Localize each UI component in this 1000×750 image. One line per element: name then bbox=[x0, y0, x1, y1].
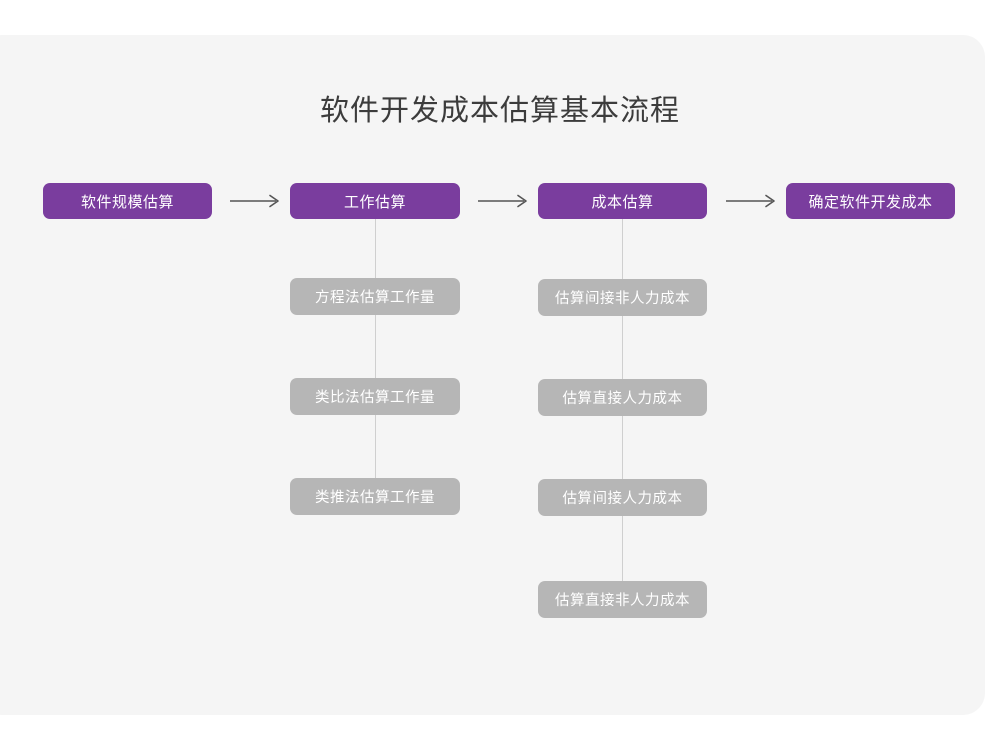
branch-node-label: 方程法估算工作量 bbox=[315, 290, 435, 306]
flow-node-label: 工作估算 bbox=[343, 193, 406, 211]
branch-node-indirect-labor-cost[interactable]: 估算间接人力成本 bbox=[538, 479, 707, 516]
arrow-right-icon-2 bbox=[470, 191, 538, 211]
branch-node-equation-method-effort[interactable]: 方程法估算工作量 bbox=[290, 278, 460, 315]
flow-node-effort-estimation[interactable]: 工作估算 bbox=[290, 183, 460, 219]
branch-node-analogy-method-effort[interactable]: 类比法估算工作量 bbox=[290, 378, 460, 415]
connector-line-branch-1 bbox=[375, 218, 376, 500]
flow-node-cost-estimation[interactable]: 成本估算 bbox=[538, 183, 707, 219]
branch-node-label: 估算直接非人力成本 bbox=[555, 593, 690, 609]
branch-node-label: 估算间接非人力成本 bbox=[555, 291, 690, 307]
branch-node-direct-non-labor-cost[interactable]: 估算直接非人力成本 bbox=[538, 581, 707, 618]
branch-node-extrapolation-method-effort[interactable]: 类推法估算工作量 bbox=[290, 478, 460, 515]
branch-node-indirect-non-labor-cost[interactable]: 估算间接非人力成本 bbox=[538, 279, 707, 316]
flow-node-label: 成本估算 bbox=[591, 193, 654, 211]
arrow-right-icon-3 bbox=[718, 191, 786, 211]
branch-node-label: 估算间接人力成本 bbox=[562, 491, 683, 507]
branch-node-label: 类推法估算工作量 bbox=[315, 490, 435, 506]
arrow-right-icon-1 bbox=[222, 191, 290, 211]
flow-node-label: 软件规模估算 bbox=[80, 193, 174, 211]
card-backdrop bbox=[0, 35, 985, 715]
flow-node-software-size-estimation[interactable]: 软件规模估算 bbox=[43, 183, 212, 219]
flow-node-determine-development-cost[interactable]: 确定软件开发成本 bbox=[786, 183, 955, 219]
branch-node-direct-labor-cost[interactable]: 估算直接人力成本 bbox=[538, 379, 707, 416]
branch-node-label: 估算直接人力成本 bbox=[562, 391, 683, 407]
branch-node-label: 类比法估算工作量 bbox=[315, 390, 435, 406]
page-title: 软件开发成本估算基本流程 bbox=[319, 95, 680, 127]
flow-node-label: 确定软件开发成本 bbox=[808, 193, 933, 211]
